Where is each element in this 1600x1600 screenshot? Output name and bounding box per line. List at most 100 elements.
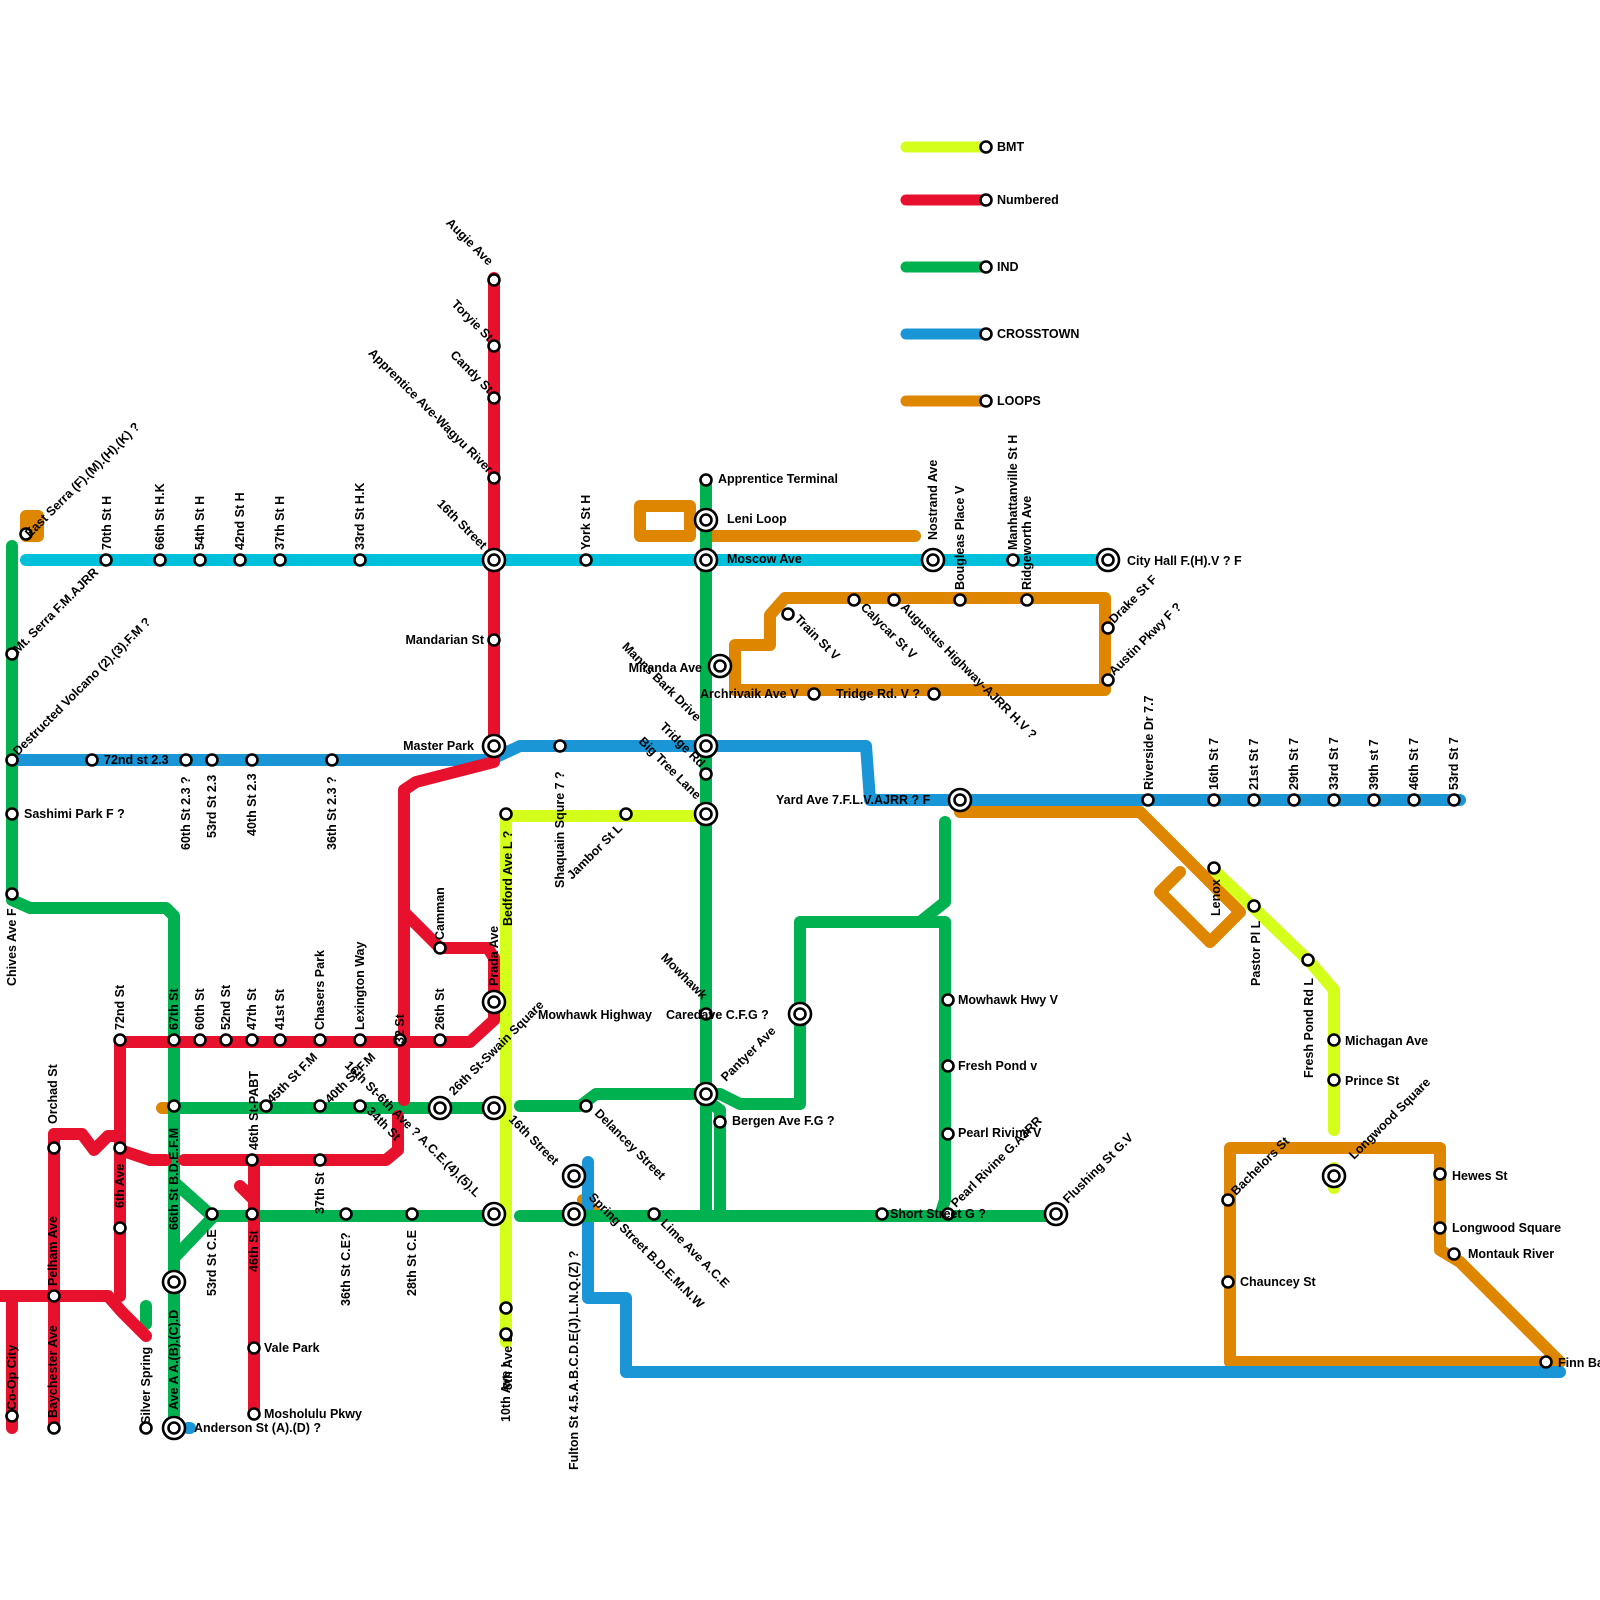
station-marker-42nd-st-h	[235, 555, 246, 566]
station-marker-legend-marker-bmt	[981, 142, 992, 153]
station-dot	[877, 1209, 888, 1220]
station-marker-21st-st-7	[1249, 795, 1260, 806]
station-dot	[501, 809, 512, 820]
station-dot	[1223, 1195, 1234, 1206]
station-dot	[195, 555, 206, 566]
interchange-ring-inner	[569, 1171, 580, 1182]
station-dot	[489, 275, 500, 286]
station-marker-legend-marker-loops	[981, 396, 992, 407]
interchange-ring-inner	[701, 741, 712, 752]
interchange-ring-inner	[489, 741, 500, 752]
station-label-montauk-river: Montauk River	[1468, 1247, 1554, 1261]
station-dot	[943, 1129, 954, 1140]
station-label-mowhawk-hwy-v: Mowhawk Hwy V	[958, 993, 1059, 1007]
station-label-60th-st-23: 60th St 2.3 ?	[179, 776, 193, 850]
station-label-mosholulu: Mosholulu Pkwy	[264, 1407, 362, 1421]
station-label-54th-st-h: 54th St H	[193, 496, 207, 550]
station-dot	[621, 809, 632, 820]
crosstown-main-route	[12, 746, 1460, 800]
station-marker-52nd-st	[221, 1035, 232, 1046]
station-dot	[1223, 1277, 1234, 1288]
station-label-pastor-pl: Pastor Pl L	[1249, 920, 1263, 986]
station-marker-toryie-st	[489, 341, 500, 352]
station-marker-spring-street	[563, 1203, 585, 1225]
station-marker-fulton-st	[563, 1165, 585, 1187]
station-dot	[169, 1101, 180, 1112]
station-dot	[581, 555, 592, 566]
station-marker-pastor-pl	[1249, 901, 1260, 912]
interchange-ring-inner	[435, 1103, 446, 1114]
station-marker-city-hall	[1097, 549, 1119, 571]
station-marker-longwood-square-top	[1323, 1165, 1345, 1187]
interchange-ring-inner	[715, 661, 726, 672]
station-label-ave-a: Ave A A.(B).(C).D	[167, 1310, 181, 1410]
station-label-riverside-dr: Riverside Dr 7.7	[1142, 695, 1156, 790]
station-label-26th-st: 26th St	[433, 987, 447, 1030]
station-marker-72nd-st-23	[87, 755, 98, 766]
interchange-ring-inner	[701, 1089, 712, 1100]
station-marker-39th-st-7	[1369, 795, 1380, 806]
station-dot	[701, 769, 712, 780]
station-label-short-st: Short Street G ?	[890, 1207, 986, 1221]
station-dot	[929, 689, 940, 700]
station-label-flushing-st: Flushing St G.V	[1060, 1130, 1136, 1206]
station-marker-53rd-st-ce	[207, 1209, 218, 1220]
station-marker-67th-st	[169, 1035, 180, 1046]
station-marker-longwood-square-r	[1435, 1223, 1446, 1234]
station-label-21st-st-7: 21st St 7	[1247, 739, 1261, 790]
station-dot	[249, 1409, 260, 1420]
station-marker-72nd-st	[115, 1035, 126, 1046]
station-dot	[315, 1101, 326, 1112]
interchange-ring-inner	[169, 1277, 180, 1288]
interchange-ring-inner	[489, 997, 500, 1008]
station-marker-pantyer-ave	[695, 1083, 717, 1105]
station-label-lenox: Lenox	[1209, 879, 1223, 916]
station-label-33rd-st-hk: 33rd St H.K	[353, 483, 367, 550]
station-label-72nd-st-23: 72nd st 2.3	[104, 753, 169, 767]
station-dot	[221, 1035, 232, 1046]
station-label-53rd-st-23: 53rd St 2.3	[205, 775, 219, 838]
station-label-mandarian-st: Mandarian St	[406, 633, 485, 647]
interchange-ring-inner	[569, 1209, 580, 1220]
station-dot	[249, 1343, 260, 1354]
station-dot	[715, 1117, 726, 1128]
station-label-66th-st-hk: 66th St H.K	[153, 483, 167, 550]
station-marker-shaquain-sq	[555, 741, 566, 752]
station-dot	[181, 755, 192, 766]
station-marker-apprentice-terminal	[701, 475, 712, 486]
station-dot	[1103, 675, 1114, 686]
station-dot	[49, 1291, 60, 1302]
station-dot	[981, 142, 992, 153]
station-dot	[247, 1209, 258, 1220]
station-marker-mowhawk-hwy-v	[943, 995, 954, 1006]
station-dot	[489, 341, 500, 352]
station-marker-orchad-st	[49, 1143, 60, 1154]
station-marker-vale-park	[249, 1343, 260, 1354]
station-label-fresh-pond-rd: Fresh Pond Rd L	[1302, 978, 1316, 1078]
station-dot	[981, 195, 992, 206]
station-label-mt-serra: Mt. Serra F.M.AJRR	[10, 565, 101, 656]
station-marker-master-park	[483, 735, 505, 757]
station-dot	[355, 1035, 366, 1046]
station-marker-caredave	[789, 1003, 811, 1025]
station-dot	[49, 1423, 60, 1434]
station-marker-16th-st-6th-ave	[483, 1203, 505, 1225]
station-marker-bougleas-place	[955, 595, 966, 606]
station-marker-bedford-ave	[501, 809, 512, 820]
station-dot	[1289, 795, 1300, 806]
station-dot	[489, 635, 500, 646]
station-marker-pelham-ave	[49, 1291, 60, 1302]
station-marker-archrivaik-ave	[809, 689, 820, 700]
station-dot	[1329, 1075, 1340, 1086]
station-dot	[501, 1303, 512, 1314]
station-marker-6th-ave	[115, 1143, 126, 1154]
station-dot	[981, 262, 992, 273]
interchange-ring-inner	[489, 1103, 500, 1114]
numbered-orchard-zig	[54, 1134, 120, 1150]
station-dot	[235, 555, 246, 566]
station-marker-prince-st	[1329, 1075, 1340, 1086]
station-marker-sashimi-park	[7, 809, 18, 820]
station-label-16th-street-south: 16th Street	[506, 1112, 562, 1168]
station-marker-chives-ave	[7, 889, 18, 900]
